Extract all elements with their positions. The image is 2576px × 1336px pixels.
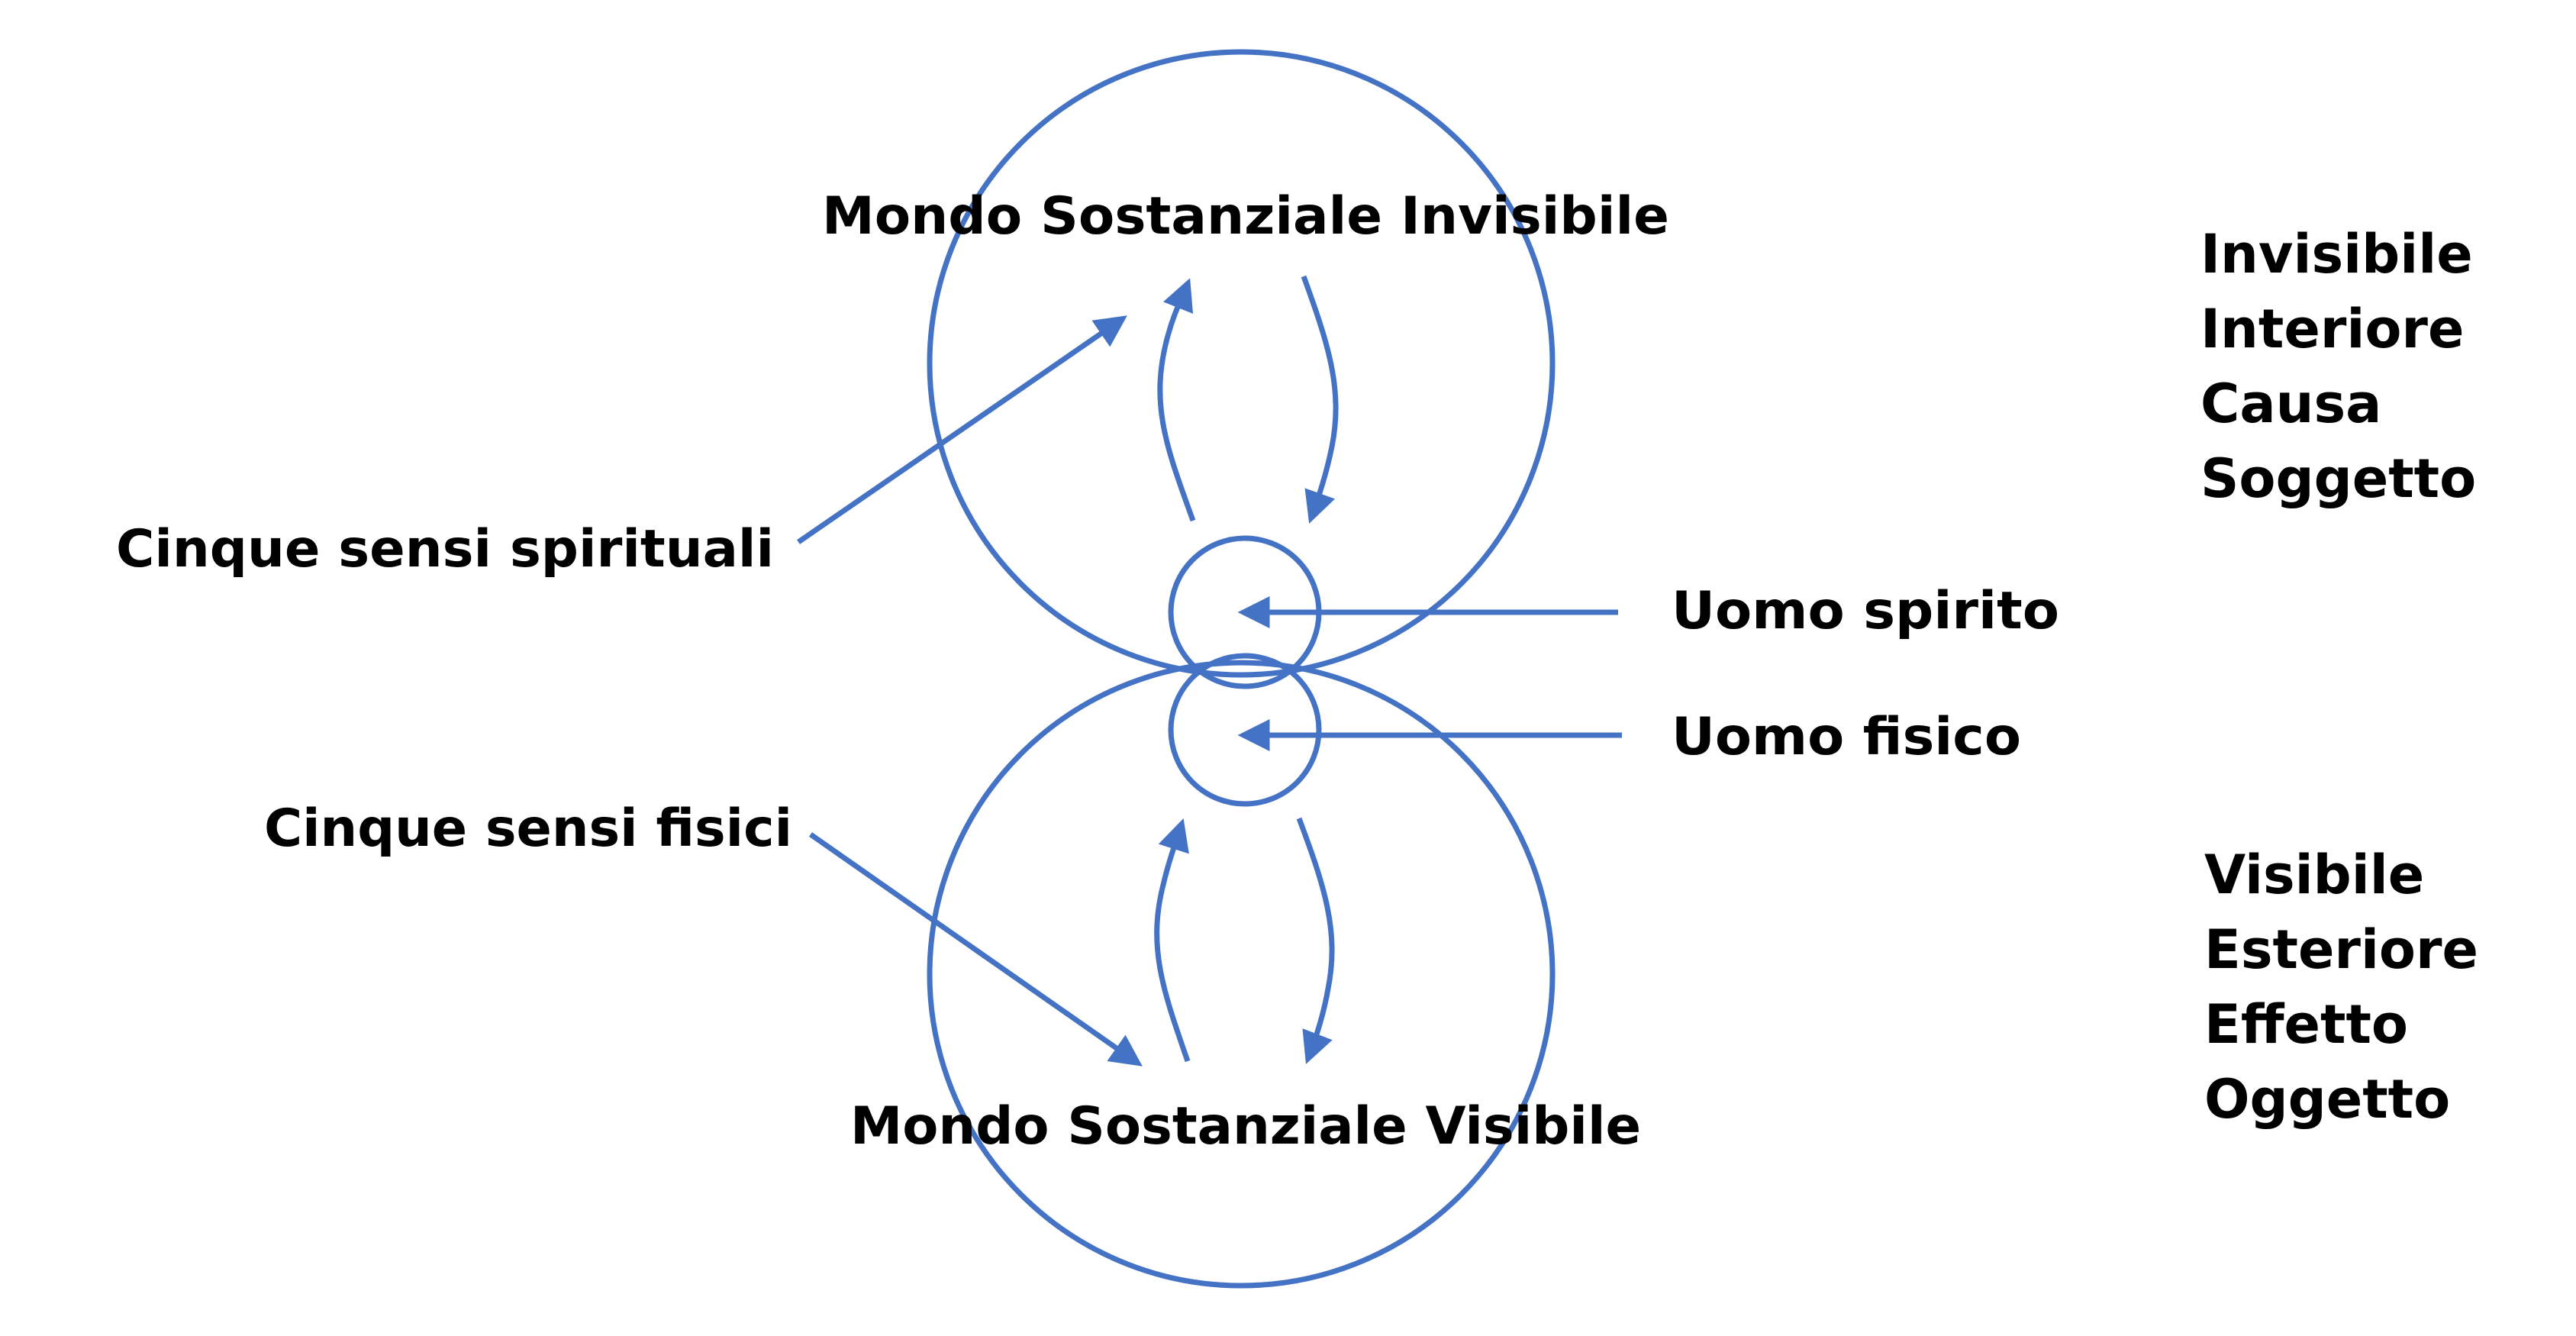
physical-man-label: Uomo fisico — [1672, 707, 2021, 767]
visible-world-circle — [927, 660, 1556, 1289]
spiritual-senses-label: Cinque sensi spirituali — [116, 519, 774, 579]
invisible-attribute-1: Invisibile — [2200, 223, 2473, 286]
invisible-attribute-4: Soggetto — [2200, 447, 2476, 510]
visible-attribute-3: Effetto — [2204, 993, 2408, 1056]
invisible-attribute-2: Interiore — [2200, 298, 2464, 360]
upper-left-curved-arrow — [1157, 278, 1196, 522]
lower-right-curved-arrow — [1296, 817, 1335, 1064]
visible-attribute-4: Oggetto — [2204, 1068, 2450, 1131]
spiritual-senses-arrow — [797, 315, 1127, 544]
visible-attribute-2: Esteriore — [2204, 918, 2478, 981]
lower-left-curved-arrow — [1154, 818, 1191, 1063]
upper-right-curved-arrow — [1301, 275, 1339, 524]
visible-world-label: Mondo Sostanziale Visibile — [850, 1096, 1641, 1157]
invisible-world-circle — [927, 49, 1556, 678]
physical-senses-arrow — [808, 832, 1143, 1067]
visible-attribute-1: Visibile — [2204, 844, 2424, 906]
spirit-man-label: Uomo spirito — [1672, 581, 2059, 641]
physical-man-circle — [1168, 653, 1322, 807]
invisible-world-label: Mondo Sostanziale Invisibile — [822, 186, 1669, 247]
physical-senses-label: Cinque sensi fisici — [264, 799, 792, 859]
invisible-attribute-3: Causa — [2200, 373, 2381, 435]
